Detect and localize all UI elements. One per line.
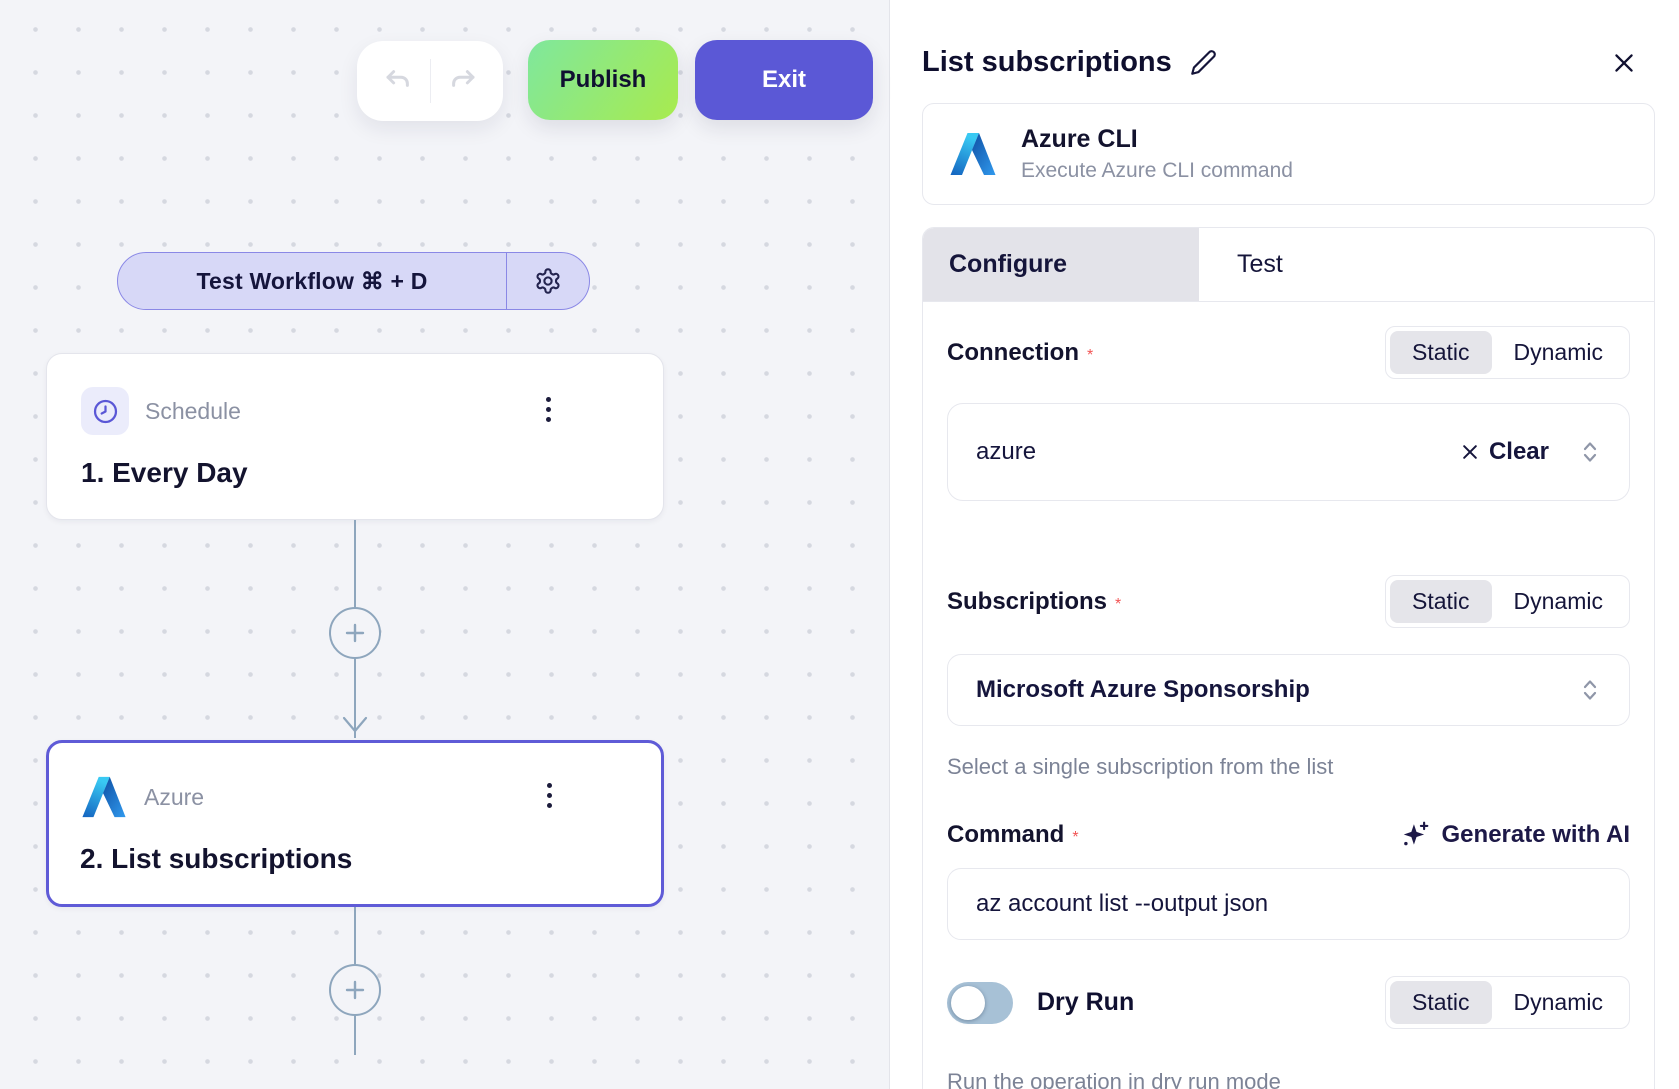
schedule-icon-box	[81, 387, 129, 435]
step-menu-button[interactable]	[540, 391, 557, 428]
command-field-row: Command * Generate with AI	[947, 820, 1630, 850]
plus-icon	[345, 980, 365, 1000]
tab-test[interactable]: Test	[1237, 250, 1283, 278]
configure-form: Configure Test Connection * Static Dynami…	[922, 227, 1655, 1089]
test-workflow-pill: Test Workflow ⌘ + D	[117, 252, 590, 310]
required-asterisk: *	[1115, 595, 1122, 613]
clear-x-icon	[1463, 445, 1477, 459]
dry-run-field-row: Dry Run Static Dynamic	[947, 976, 1630, 1029]
dry-run-static-dynamic-toggle: Static Dynamic	[1385, 976, 1630, 1029]
step-card-azure[interactable]: Azure 2. List subscriptions	[46, 740, 664, 907]
gear-icon	[536, 268, 560, 294]
subscriptions-help: Select a single subscription from the li…	[947, 754, 1334, 779]
piece-name: Azure CLI	[1021, 125, 1138, 153]
connection-field-row: Connection * Static Dynamic	[947, 326, 1630, 379]
subscriptions-select[interactable]: Microsoft Azure Sponsorship	[947, 654, 1630, 726]
sparkle-icon	[1403, 821, 1428, 846]
clock-icon	[93, 399, 117, 423]
dynamic-option[interactable]: Dynamic	[1513, 588, 1603, 614]
command-value: az account list --output json	[976, 890, 1269, 917]
form-body: Connection * Static Dynamic azure Clear	[923, 302, 1654, 1089]
toolbar-divider	[429, 59, 431, 103]
static-option[interactable]: Static	[1390, 331, 1492, 374]
step-name-title: List subscriptions	[922, 46, 1172, 78]
step-title: 1. Every Day	[81, 457, 248, 488]
workflow-settings-button[interactable]	[506, 253, 589, 309]
dynamic-option[interactable]: Dynamic	[1513, 989, 1603, 1015]
step-menu-button[interactable]	[541, 777, 558, 814]
connection-value: azure	[976, 438, 1037, 465]
subscriptions-field-row: Subscriptions * Static Dynamic	[947, 575, 1630, 628]
add-step-button[interactable]	[329, 607, 381, 659]
undo-redo-group	[357, 41, 503, 121]
command-label: Command	[947, 821, 1065, 848]
undo-icon	[386, 70, 409, 87]
close-panel-button[interactable]	[1611, 50, 1637, 76]
step-settings-panel: List subscriptions Azure CLI	[890, 0, 1679, 1089]
static-option[interactable]: Static	[1390, 981, 1492, 1024]
arrow-down-icon	[342, 716, 368, 733]
workflow-canvas[interactable]: Publish Exit Test Workflow ⌘ + D Schedul…	[0, 0, 890, 1089]
exit-button[interactable]: Exit	[695, 40, 873, 120]
test-workflow-button[interactable]: Test Workflow ⌘ + D	[196, 267, 428, 294]
required-asterisk: *	[1087, 346, 1094, 364]
subscriptions-label: Subscriptions	[947, 587, 1108, 615]
dynamic-option[interactable]: Dynamic	[1513, 339, 1603, 365]
add-step-button[interactable]	[329, 964, 381, 1016]
connection-label: Connection	[947, 338, 1079, 366]
panel-tabs: Configure Test	[923, 228, 1654, 302]
publish-button[interactable]: Publish	[528, 40, 678, 120]
clear-connection-button[interactable]: Clear	[1460, 438, 1549, 466]
undo-button[interactable]	[366, 49, 430, 113]
azure-logo-icon	[80, 773, 128, 821]
subscriptions-static-dynamic-toggle: Static Dynamic	[1385, 575, 1630, 628]
connection-select[interactable]: azure Clear	[947, 403, 1630, 501]
connection-static-dynamic-toggle: Static Dynamic	[1385, 326, 1630, 379]
piece-info-card: Azure CLI Execute Azure CLI command	[922, 103, 1655, 205]
step-title: 2. List subscriptions	[80, 843, 353, 874]
step-app-label: Azure	[144, 783, 205, 810]
chevron-up-down-icon	[1579, 675, 1601, 705]
static-option[interactable]: Static	[1390, 580, 1492, 623]
generate-with-ai-button[interactable]: Generate with AI	[1400, 820, 1630, 850]
step-card-schedule[interactable]: Schedule 1. Every Day	[46, 353, 664, 520]
subscriptions-value: Microsoft Azure Sponsorship	[976, 676, 1310, 703]
required-asterisk: *	[1072, 829, 1079, 846]
step-app-label: Schedule	[145, 397, 241, 424]
piece-description: Execute Azure CLI command	[1021, 159, 1293, 182]
dry-run-label: Dry Run	[1037, 988, 1135, 1016]
rename-step-button[interactable]	[1190, 49, 1217, 76]
tab-configure[interactable]: Configure	[923, 228, 1199, 301]
redo-button[interactable]	[431, 49, 495, 113]
close-icon	[1615, 53, 1633, 72]
redo-icon	[451, 70, 474, 87]
panel-header: List subscriptions	[922, 46, 1655, 79]
pencil-icon	[1190, 50, 1216, 75]
dry-run-toggle[interactable]	[947, 981, 1013, 1024]
command-input[interactable]: az account list --output json	[947, 868, 1630, 940]
chevron-up-down-icon[interactable]	[1579, 437, 1601, 467]
plus-icon	[345, 623, 365, 643]
azure-logo-icon	[949, 130, 997, 178]
dry-run-help: Run the operation in dry run mode	[947, 1069, 1281, 1089]
